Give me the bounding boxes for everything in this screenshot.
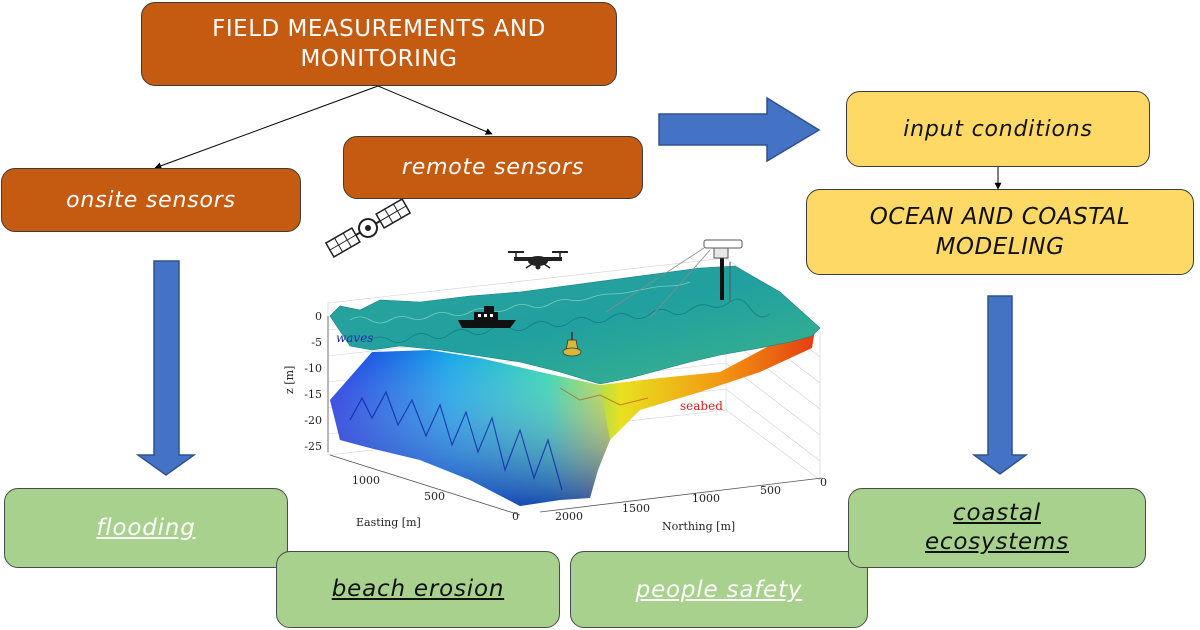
z-axis-label: z [m]	[283, 366, 296, 394]
ocean-coastal-modeling-label: OCEAN AND COASTAL MODELING	[869, 204, 1131, 260]
northing-tick: 0	[820, 476, 827, 489]
z-tick: -15	[304, 388, 322, 401]
ocean-coastal-modeling-box: OCEAN AND COASTAL MODELING	[806, 189, 1194, 275]
z-tick: -25	[304, 440, 322, 453]
northing-tick: 1500	[622, 502, 650, 515]
easting-axis-label: Easting [m]	[356, 516, 421, 529]
people-safety-link[interactable]: people safety	[635, 576, 803, 603]
easting-tick: 500	[424, 490, 445, 503]
easting-tick: 1000	[352, 474, 380, 487]
z-tick: -5	[311, 336, 322, 349]
field-measurements-box: FIELD MEASUREMENTS AND MONITORING	[141, 2, 617, 86]
northing-tick: 500	[760, 484, 781, 497]
waves-label: waves	[336, 331, 373, 345]
ship-icon	[458, 306, 516, 328]
sea-surface	[329, 265, 821, 385]
z-tick: 0	[315, 310, 322, 323]
beach-erosion-box: beach erosion	[276, 551, 560, 628]
coastal-ecosystems-link[interactable]: coastal ecosystems	[924, 500, 1069, 555]
z-tick: -10	[304, 362, 322, 375]
satellite-icon	[324, 198, 412, 258]
flooding-box: flooding	[4, 488, 288, 568]
northing-tick: 2000	[555, 510, 583, 523]
seabed-surface	[330, 330, 815, 506]
onsite-sensors-box: onsite sensors	[1, 168, 301, 232]
input-conditions-label: input conditions	[903, 116, 1093, 142]
easting-tick: 0	[512, 510, 519, 523]
arrow-modeling-to-ecosystems	[971, 295, 1029, 475]
arrow-onsite-to-flooding	[135, 260, 197, 476]
people-safety-box: people safety	[570, 551, 868, 628]
buoy-icon	[562, 332, 582, 357]
northing-axis-label: Northing [m]	[662, 520, 735, 533]
drone-icon	[508, 251, 568, 270]
arrow-remote-to-input	[658, 96, 821, 163]
remote-sensors-label: remote sensors	[401, 155, 585, 180]
northing-tick: 1000	[692, 492, 720, 505]
radar-mast-icon	[605, 239, 743, 319]
flooding-link[interactable]: flooding	[96, 515, 196, 541]
remote-sensors-box: remote sensors	[343, 136, 643, 199]
bathymetry-3d-plot: 0 -5 -10 -15 -20 -25 z [m] 1000 500 0 Ea…	[283, 257, 827, 533]
seabed-label: seabed	[680, 399, 723, 413]
input-conditions-box: input conditions	[846, 91, 1150, 167]
coastal-ecosystems-box: coastal ecosystems	[848, 488, 1146, 568]
connector-field-to-remote	[377, 85, 493, 135]
onsite-sensors-label: onsite sensors	[66, 187, 236, 213]
field-measurements-label: FIELD MEASUREMENTS AND MONITORING	[212, 16, 546, 72]
z-tick: -20	[304, 414, 322, 427]
beach-erosion-link[interactable]: beach erosion	[331, 576, 505, 602]
connector-field-to-onsite	[154, 85, 379, 170]
